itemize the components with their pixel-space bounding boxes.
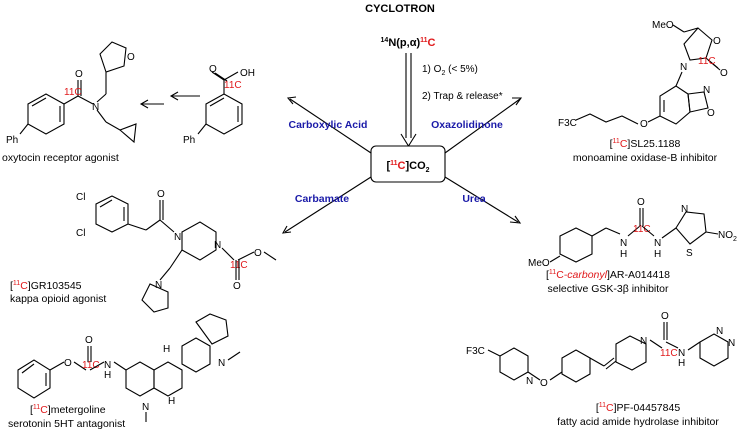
atom-n: N xyxy=(681,204,688,215)
atom-n: N xyxy=(716,326,723,337)
atom-o: O xyxy=(233,281,241,292)
route-oxazolidinone: Oxazolidinone xyxy=(431,119,503,131)
carboxylic-acid-structure: O OH 11C Ph xyxy=(183,64,255,146)
pf-04457845-caption: fatty acid amide hydrolase inhibitor xyxy=(557,416,719,428)
atom-o: O xyxy=(637,197,645,208)
atom-h: H xyxy=(163,344,170,355)
atom-n: N xyxy=(214,240,221,251)
atom-s: S xyxy=(686,248,693,259)
pf-04457845-structure: F3C N O N 11C O N H N N xyxy=(466,311,735,389)
atom-n: N xyxy=(680,62,687,73)
atom-o: O xyxy=(64,358,72,369)
step-2: 2) Trap & release* xyxy=(422,91,503,102)
atom-cl: Cl xyxy=(76,228,85,239)
atom-nh: N xyxy=(654,238,661,249)
atom-c11: 11C xyxy=(698,56,716,67)
route-carboxylic-acid: Carboxylic Acid xyxy=(289,119,368,131)
pf-04457845-name: [11C]PF-04457845 xyxy=(596,402,681,414)
atom-n: N xyxy=(640,336,647,347)
metergoline-caption: serotonin 5HT antagonist xyxy=(8,418,125,430)
atom-n: N xyxy=(155,280,162,291)
route-urea: Urea xyxy=(462,193,486,205)
oxytocin-structure: O O N 11C Ph xyxy=(6,41,137,146)
atom-o: O xyxy=(254,248,262,259)
ar-a014418-caption: selective GSK-3β inhibitor xyxy=(547,283,669,295)
atom-o: O xyxy=(713,36,721,47)
gr103545-caption: kappa opioid agonist xyxy=(10,293,106,305)
metergoline-structure: O 11C O N H N N H H xyxy=(17,313,241,422)
atom-nh: N xyxy=(104,360,111,371)
synthesis-arrows-left xyxy=(139,91,200,109)
atom-o: O xyxy=(661,311,669,322)
atom-h: H xyxy=(678,358,685,369)
atom-n: N xyxy=(703,85,710,96)
atom-n: N xyxy=(142,402,149,413)
sl25-name: [11C]SL25.1188 xyxy=(610,138,681,150)
atom-o: O xyxy=(127,52,135,63)
atom-meo: MeO xyxy=(652,20,674,31)
atom-nh: N xyxy=(678,348,685,359)
atom-nh: N xyxy=(620,238,627,249)
atom-oh: OH xyxy=(240,68,255,79)
atom-f3c: F3C xyxy=(466,346,485,357)
sl25-caption: monoamine oxidase-B inhibitor xyxy=(573,152,718,164)
atom-no2: NO2 xyxy=(718,230,737,243)
atom-o: O xyxy=(707,108,715,119)
process-arrow xyxy=(400,53,417,148)
atom-n: N xyxy=(92,102,99,113)
atom-o: O xyxy=(540,378,548,389)
atom-n: N xyxy=(728,338,735,349)
atom-c11: 11C xyxy=(633,224,651,235)
diagram-title: CYCLOTRON xyxy=(365,3,435,15)
co2-label: [11C]CO2 xyxy=(386,160,429,174)
step-1: 1) O2 (< 5%) xyxy=(422,64,478,77)
atom-o: O xyxy=(85,335,93,346)
gr103545-name: [11C]GR103545 xyxy=(10,280,82,292)
ar-a014418-structure: MeO N H 11C O N H N S NO2 xyxy=(528,197,737,269)
atom-n: N xyxy=(218,358,225,369)
atom-c11: 11C xyxy=(64,87,82,98)
route-carbamate: Carbamate xyxy=(295,193,349,205)
sl25-structure: MeO O O N 11C N O O F3C xyxy=(558,20,728,130)
atom-c11: 11C xyxy=(82,360,100,371)
atom-h: H xyxy=(654,249,661,260)
atom-o: O xyxy=(75,69,83,80)
atom-ph: Ph xyxy=(183,135,195,146)
atom-cl: Cl xyxy=(76,192,85,203)
ar-a014418-name: [11C-carbonyl]AR-A014418 xyxy=(546,269,670,281)
atom-meo: MeO xyxy=(528,258,550,269)
atom-c11: 11C xyxy=(224,80,242,91)
atom-o: O xyxy=(640,119,648,130)
route-arrows xyxy=(281,96,523,234)
oxytocin-caption: oxytocin receptor agonist xyxy=(2,152,119,164)
atom-h: H xyxy=(104,370,111,381)
atom-o: O xyxy=(209,64,217,75)
atom-c11: 11C xyxy=(660,348,678,359)
atom-h: H xyxy=(168,396,175,407)
gr103545-structure: Cl Cl O N N 11C O O N xyxy=(76,189,277,313)
atom-o: O xyxy=(157,189,165,200)
metergoline-name: [11C]metergoline xyxy=(30,404,106,416)
atom-n: N xyxy=(526,376,533,387)
atom-ph: Ph xyxy=(6,135,18,146)
atom-n: N xyxy=(174,232,181,243)
atom-o: O xyxy=(720,68,728,79)
nuclear-reaction: 14N(p,α)11C xyxy=(381,37,436,49)
atom-f3c: F3C xyxy=(558,118,577,129)
co2-box: [11C]CO2 xyxy=(370,145,446,183)
atom-h: H xyxy=(620,249,627,260)
